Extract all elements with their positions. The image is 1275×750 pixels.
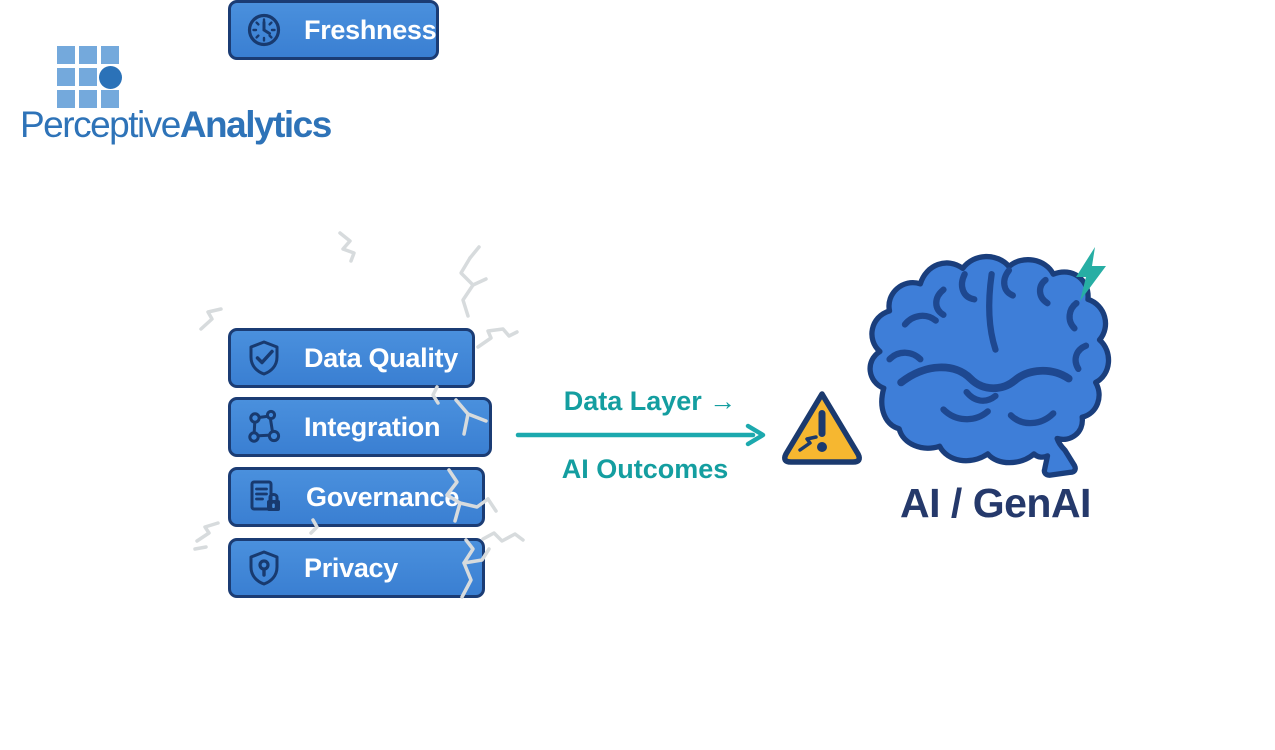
pillar-label: Privacy [304, 552, 398, 583]
flow-section: Data Layer → AI Outcomes [515, 386, 767, 485]
logo-square [57, 46, 75, 64]
logo-square [79, 68, 97, 86]
shield-keyhole-icon [249, 550, 279, 586]
warning-triangle-icon [782, 391, 862, 465]
network-icon [248, 409, 281, 443]
pillar-data-quality: Data Quality [228, 328, 475, 388]
logo-wordmark-bold: Analytics [179, 104, 333, 145]
pillar-label: Data Quality [304, 342, 458, 373]
lightning-bolt-icon [1076, 247, 1106, 301]
clock-icon [247, 13, 281, 47]
logo-grid-icon [57, 46, 122, 108]
logo-wordmark: PerceptiveAnalytics [20, 104, 333, 146]
logo-square [79, 46, 97, 64]
pillar-privacy: Privacy [228, 538, 485, 598]
pillar-label: Freshness [304, 14, 437, 45]
pillar-integration: Integration [228, 397, 492, 457]
brain-icon [867, 253, 1112, 478]
document-lock-icon [250, 480, 280, 511]
logo-square [101, 90, 119, 108]
pillar-governance: Governance [228, 467, 485, 527]
logo-square [101, 46, 119, 64]
pillar-label: Governance [306, 481, 460, 512]
ai-outcomes-label: AI Outcomes [561, 454, 729, 484]
shield-check-icon [249, 340, 279, 376]
logo-square [57, 68, 75, 86]
right-arrow-icon [515, 423, 766, 447]
logo-dot [98, 65, 122, 89]
logo-square [79, 90, 97, 108]
logo-square [57, 90, 75, 108]
ai-genai-label: AI / GenAI [900, 480, 1091, 526]
pillar-label: Integration [304, 411, 441, 442]
pillar-freshness: Freshness [228, 0, 440, 60]
data-layer-label: Data Layer → [563, 386, 737, 416]
logo-wordmark-regular: Perceptive [20, 104, 181, 145]
